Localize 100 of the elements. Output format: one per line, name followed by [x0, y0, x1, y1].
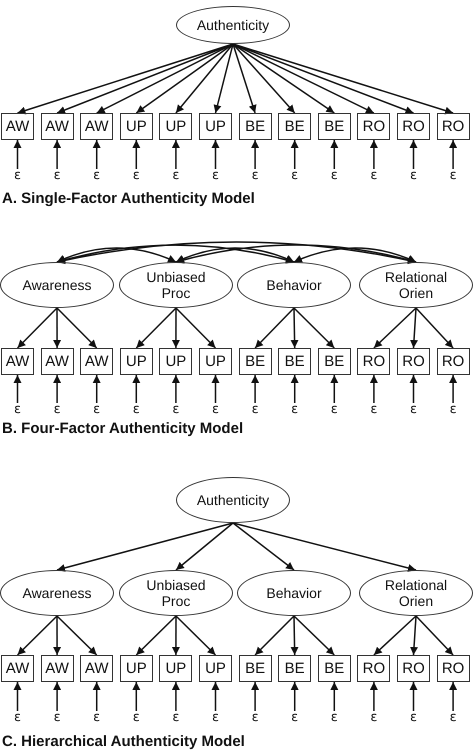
indicator-box: BE	[278, 655, 312, 682]
error-term: ε	[288, 169, 301, 182]
arrow	[449, 375, 458, 403]
indicator-box: UP	[120, 348, 153, 375]
arrow	[232, 44, 296, 114]
latent-factor-ellipse: Relational Orien	[359, 262, 473, 308]
arrow	[415, 615, 454, 656]
error-term: ε	[249, 169, 262, 182]
arrow	[56, 307, 98, 349]
error-term: ε	[170, 711, 182, 724]
error-term: ε	[12, 403, 24, 416]
arrow	[56, 615, 98, 656]
error-term: ε	[288, 711, 301, 724]
arrow	[410, 375, 418, 403]
error-term: ε	[51, 711, 64, 724]
arrow	[132, 682, 140, 711]
error-term: ε	[447, 403, 460, 416]
arrow	[449, 682, 458, 711]
indicator-box: BE	[278, 113, 312, 140]
arrow	[53, 140, 62, 169]
error-term: ε	[130, 711, 142, 724]
arrow	[290, 308, 299, 348]
arrow	[53, 308, 62, 348]
arrow	[56, 522, 234, 572]
error-term: ε	[90, 711, 103, 724]
arrow	[251, 375, 260, 403]
indicator-box: AW	[40, 348, 74, 375]
arrow	[172, 375, 180, 403]
arrow	[212, 140, 220, 169]
arrow	[254, 307, 295, 349]
indicator-box: UP	[199, 655, 232, 682]
indicator-box: RO	[436, 113, 470, 140]
indicator-box: BE	[318, 113, 351, 140]
error-term: ε	[328, 403, 340, 416]
indicator-box: UP	[159, 655, 192, 682]
arrow	[330, 682, 338, 711]
indicator-box: RO	[397, 348, 430, 375]
arrow	[172, 682, 180, 711]
error-term: ε	[408, 403, 420, 416]
arrow	[17, 43, 234, 114]
arrow	[232, 522, 294, 571]
indicator-box: BE	[318, 655, 351, 682]
latent-factor-ellipse: Relational Orien	[359, 570, 473, 616]
correlation-arrow	[294, 247, 416, 263]
indicator-box: UP	[120, 655, 153, 682]
latent-factor-ellipse: Behavior	[237, 570, 351, 616]
arrow	[16, 615, 58, 656]
error-term: ε	[170, 403, 182, 416]
arrow	[293, 615, 335, 656]
indicator-box: BE	[318, 348, 351, 375]
indicator-box: RO	[397, 655, 430, 682]
indicator-box: BE	[238, 655, 272, 682]
arrow	[410, 616, 418, 656]
arrow	[175, 615, 216, 656]
arrow	[373, 615, 416, 656]
arrow	[53, 682, 62, 711]
arrow	[212, 682, 220, 711]
panel-caption: A. Single-Factor Authenticity Model	[2, 190, 255, 207]
arrow	[175, 307, 216, 349]
latent-factor-ellipse: Authenticity	[176, 477, 290, 523]
arrow	[92, 375, 101, 403]
error-term: ε	[170, 169, 182, 182]
indicator-box: RO	[397, 113, 430, 140]
arrow	[232, 522, 416, 572]
arrow	[136, 615, 177, 656]
indicator-box: UP	[199, 113, 232, 140]
arrow	[370, 682, 378, 711]
arrow	[232, 43, 335, 114]
correlation-arrow	[56, 247, 176, 263]
error-term: ε	[288, 403, 301, 416]
arrow	[214, 44, 234, 114]
arrow	[330, 140, 338, 169]
arrow	[92, 682, 101, 711]
arrow	[53, 375, 62, 403]
arrow	[14, 682, 22, 711]
arrow	[410, 682, 418, 711]
arrow	[254, 615, 295, 656]
arrow	[16, 307, 58, 349]
panel-caption: B. Four-Factor Authenticity Model	[2, 420, 244, 437]
error-term: ε	[368, 711, 380, 724]
indicator-box: RO	[357, 113, 390, 140]
arrow	[410, 308, 418, 348]
panel-caption: C. Hierarchical Authenticity Model	[2, 733, 245, 750]
error-term: ε	[408, 169, 420, 182]
arrow	[415, 307, 454, 349]
arrow	[132, 140, 140, 169]
error-term: ε	[328, 169, 340, 182]
error-term: ε	[368, 169, 380, 182]
arrow	[251, 682, 260, 711]
indicator-box: RO	[436, 655, 470, 682]
arrow	[293, 307, 335, 349]
arrow	[176, 522, 234, 571]
error-term: ε	[210, 711, 222, 724]
arrow	[212, 375, 220, 403]
indicator-box: UP	[199, 348, 232, 375]
error-term: ε	[12, 711, 24, 724]
error-term: ε	[12, 169, 24, 182]
arrow	[290, 375, 299, 403]
arrow	[290, 140, 299, 169]
latent-factor-ellipse: Behavior	[237, 262, 351, 308]
